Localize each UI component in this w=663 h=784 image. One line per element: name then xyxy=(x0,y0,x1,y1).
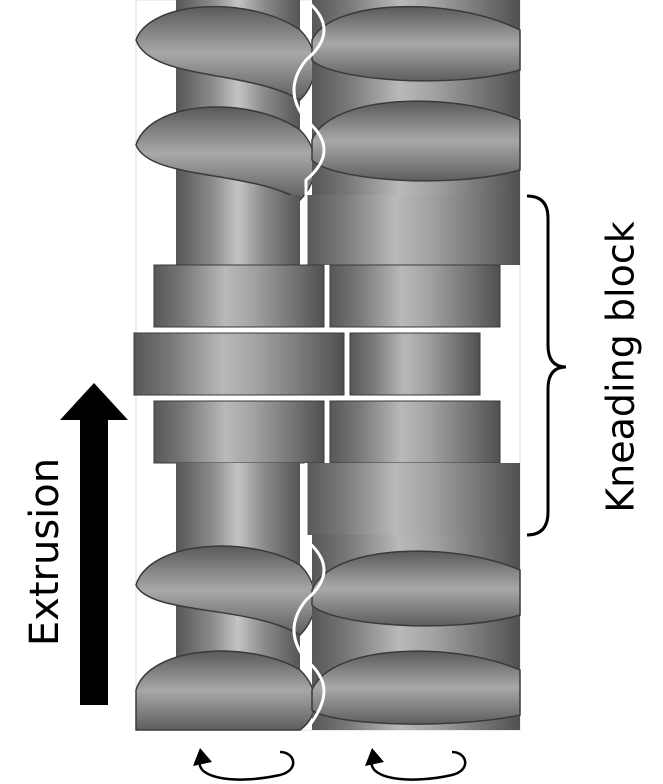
screw-separator-bottom xyxy=(292,463,326,731)
left-screw-top-section xyxy=(135,0,316,265)
right-screw-top-section xyxy=(305,0,521,265)
screw-separator-top xyxy=(292,0,326,265)
extrusion-arrow-icon xyxy=(60,383,128,705)
kneading-block-label: Kneading block xyxy=(599,221,643,512)
left-screw-bottom-section xyxy=(135,463,316,731)
kneading-block-brace xyxy=(526,194,567,537)
right-screw-bottom-section xyxy=(305,463,521,730)
extrusion-label: Extrusion xyxy=(22,458,68,646)
right-rotation-icon xyxy=(365,748,467,781)
kneading-block-discs xyxy=(133,264,501,464)
left-rotation-icon xyxy=(193,748,295,781)
